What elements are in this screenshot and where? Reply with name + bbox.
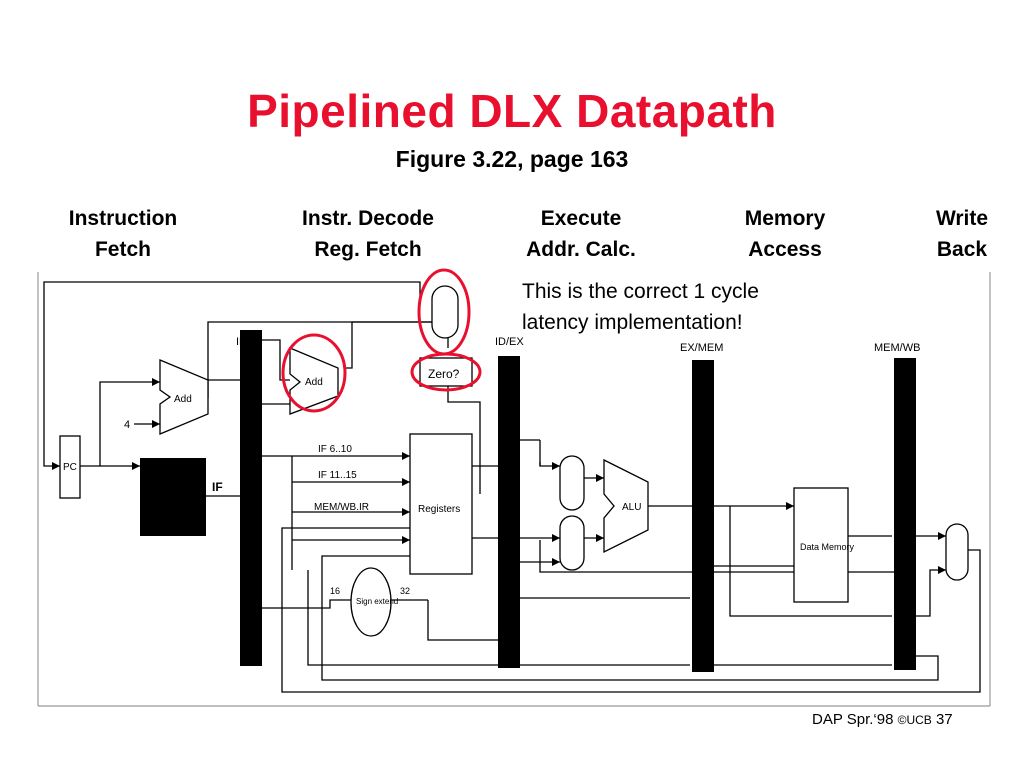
four-constant-label: 4 bbox=[124, 419, 130, 431]
alu-label: ALU bbox=[622, 502, 641, 513]
stage-label-execute: Execute Addr. Calc. bbox=[526, 207, 636, 261]
writeback-mux bbox=[945, 523, 969, 581]
branch-adder bbox=[289, 347, 339, 415]
data-memory bbox=[793, 487, 849, 603]
branch-adder-label: Add bbox=[305, 377, 323, 388]
pc-label: PC bbox=[63, 462, 77, 473]
id-ex-label: ID/EX bbox=[495, 336, 524, 348]
alu-mux-bottom bbox=[559, 515, 585, 571]
slide-footer: DAP Spr.‘98 ©UCB 37 bbox=[812, 711, 953, 728]
pipeline-register-id-ex bbox=[498, 356, 520, 668]
highlight-circles bbox=[281, 268, 482, 413]
zero-test-unit bbox=[419, 357, 473, 387]
stage-label-fetch: Instruction Fetch bbox=[68, 207, 178, 261]
branch-mux bbox=[431, 285, 459, 339]
pipeline-register-mem-wb bbox=[894, 358, 916, 670]
sign-extend-label: Sign extend bbox=[356, 597, 398, 606]
slide-title: Pipelined DLX Datapath bbox=[247, 85, 777, 137]
alu bbox=[603, 458, 649, 554]
sign-in-label: 16 bbox=[330, 586, 340, 596]
pc-adder-label: Add bbox=[174, 394, 192, 405]
stage-label-decode: Instr. Decode Reg. Fetch bbox=[302, 207, 434, 261]
ex-mem-label: EX/MEM bbox=[680, 342, 723, 354]
fetch-bus-label: IF bbox=[212, 480, 223, 494]
latency-note: This is the correct 1 cycle latency impl… bbox=[522, 280, 759, 334]
slide-subtitle: Figure 3.22, page 163 bbox=[395, 146, 629, 172]
pipeline-register-ex-mem bbox=[692, 360, 714, 672]
register-file bbox=[409, 433, 473, 575]
if-id-label: IF/ID bbox=[236, 336, 260, 348]
sign-out-label: 32 bbox=[400, 586, 410, 596]
pc-adder bbox=[159, 359, 209, 435]
reg-input-label-1: IF 6..10 bbox=[318, 444, 352, 455]
pc-register bbox=[59, 435, 81, 499]
stage-label-writeback: Write Back bbox=[935, 207, 989, 261]
mem-wb-label: MEM/WB bbox=[874, 342, 920, 354]
instruction-memory bbox=[140, 458, 206, 536]
datapath-wires bbox=[43, 281, 981, 693]
alu-mux-top bbox=[559, 455, 585, 511]
reg-input-label-2: IF 11..15 bbox=[318, 470, 357, 481]
stage-label-memory: Memory Access bbox=[744, 207, 826, 261]
sign-extend-unit bbox=[350, 567, 392, 637]
highlight-zero-test bbox=[410, 352, 482, 392]
data-memory-label: Data Memory bbox=[800, 542, 855, 552]
highlight-branch-adder bbox=[281, 333, 347, 413]
pipeline-register-if-id bbox=[240, 330, 262, 666]
register-file-label: Registers bbox=[418, 504, 460, 515]
reg-input-label-3: MEM/WB.IR bbox=[314, 502, 369, 513]
zero-test-label: Zero? bbox=[428, 367, 460, 381]
wire-arrows bbox=[52, 378, 946, 574]
